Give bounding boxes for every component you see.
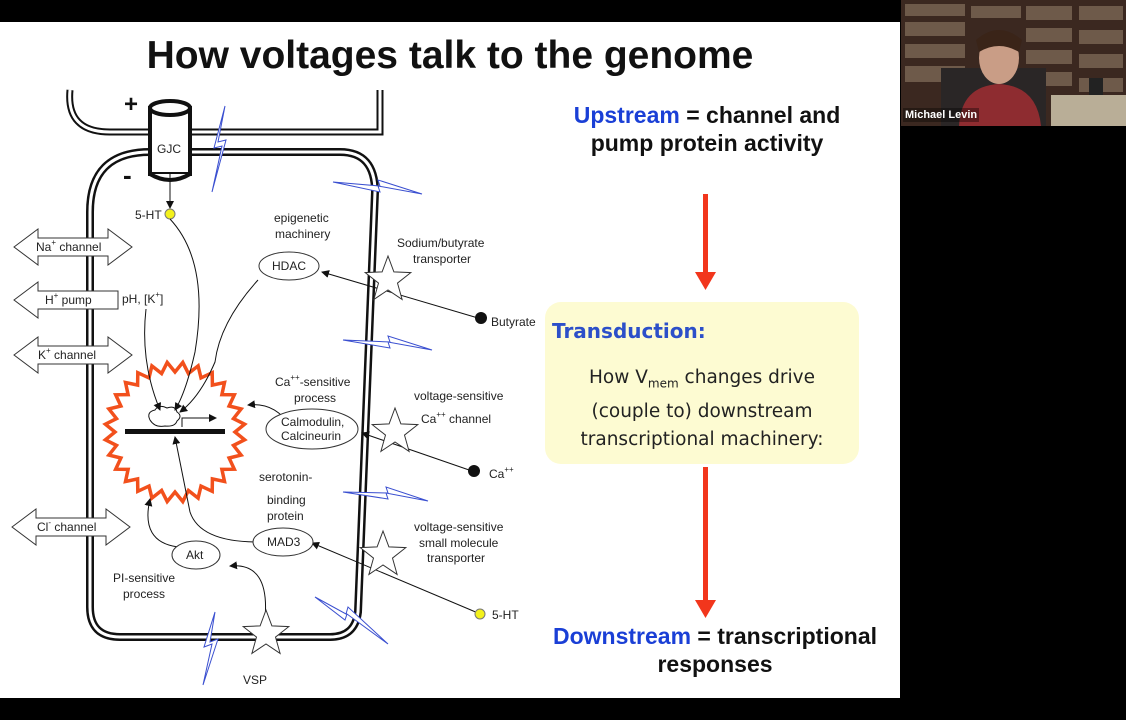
participant-name: Michael Levin bbox=[903, 108, 980, 122]
svg-text:Butyrate: Butyrate bbox=[491, 315, 536, 329]
svg-text:pH, [K+]: pH, [K+] bbox=[122, 290, 163, 306]
slide: How voltages talk to the genome GJC + - … bbox=[0, 22, 900, 698]
transduction-description: How Vmem changes drive (couple to) downs… bbox=[580, 367, 824, 450]
svg-text:Na+ channel: Na+ channel bbox=[36, 238, 101, 254]
svg-text:HDAC: HDAC bbox=[272, 259, 306, 273]
transduction-box: Transduction: How Vmem changes drive (co… bbox=[545, 302, 859, 464]
calmodulin-cloud: Calmodulin,Calcineurin bbox=[265, 408, 359, 450]
svg-text:MAD3: MAD3 bbox=[267, 535, 301, 549]
svg-text:Cl- channel: Cl- channel bbox=[37, 518, 96, 534]
arrow-down-icon bbox=[695, 194, 716, 290]
svg-text:5-HT: 5-HT bbox=[492, 608, 519, 622]
svg-text:Ca++-sensitive: Ca++-sensitive bbox=[275, 373, 351, 389]
svg-text:machinery: machinery bbox=[275, 227, 330, 241]
lightning-bolt-icon bbox=[202, 611, 219, 686]
lightning-bolt-icon bbox=[342, 486, 429, 502]
svg-text:binding: binding bbox=[267, 493, 306, 507]
svg-text:serotonin-: serotonin- bbox=[259, 470, 312, 484]
lightning-bolt-icon bbox=[211, 105, 227, 193]
upstream-text: Upstream = channel and pump protein acti… bbox=[573, 102, 841, 156]
na-channel-arrow: Na+ channel bbox=[13, 228, 133, 266]
vsp-star bbox=[241, 608, 291, 655]
svg-text:small molecule: small molecule bbox=[419, 536, 499, 550]
transduction-title: Transduction: bbox=[552, 319, 706, 343]
k-channel-arrow: K+ channel bbox=[13, 336, 133, 374]
mad3-cloud: MAD3 bbox=[252, 527, 314, 557]
calcium-ion bbox=[468, 465, 480, 477]
slide-title: How voltages talk to the genome bbox=[146, 34, 754, 77]
svg-text:Calmodulin,: Calmodulin, bbox=[281, 415, 344, 429]
svg-text:epigenetic: epigenetic bbox=[274, 211, 329, 225]
svg-text:Ca++: Ca++ bbox=[489, 465, 514, 481]
svg-text:K+ channel: K+ channel bbox=[38, 346, 96, 362]
svg-text:voltage-sensitive: voltage-sensitive bbox=[414, 389, 504, 403]
butyrate-molecule bbox=[475, 312, 487, 324]
svg-text:GJC: GJC bbox=[157, 142, 181, 156]
svg-text:transporter: transporter bbox=[427, 551, 485, 565]
svg-text:VSP: VSP bbox=[243, 673, 267, 687]
hdac-cloud: HDAC bbox=[258, 251, 320, 281]
upstream-keyword: Upstream bbox=[573, 102, 680, 128]
arrow-down-icon bbox=[695, 467, 716, 618]
bookshelf-background bbox=[901, 0, 1126, 126]
serotonin-molecule-bottom bbox=[474, 608, 486, 620]
svg-text:Akt: Akt bbox=[186, 548, 204, 562]
svg-text:process: process bbox=[294, 391, 336, 405]
svg-text:PI-sensitive: PI-sensitive bbox=[113, 571, 175, 585]
akt-cloud: Akt bbox=[171, 540, 221, 570]
serotonin-molecule-top bbox=[164, 208, 176, 220]
diagram-labels: epigenetic machinery Sodium/butyrate tra… bbox=[113, 211, 536, 687]
lightning-bolt-icon bbox=[314, 596, 389, 645]
participant-shirt bbox=[959, 84, 1041, 126]
flow-arrows bbox=[695, 194, 716, 618]
cl-channel-arrow: Cl- channel bbox=[11, 508, 131, 546]
small-molecule-transporter-star bbox=[358, 529, 408, 576]
downstream-keyword: Downstream bbox=[552, 623, 692, 649]
channel-arrows: Na+ channel H+ pump K+ channel Cl- chann… bbox=[11, 228, 133, 546]
minus-sign: - bbox=[123, 160, 132, 190]
sodium-butyrate-transporter-star bbox=[363, 254, 413, 301]
svg-text:transporter: transporter bbox=[413, 252, 471, 266]
lightning-bolt-icon bbox=[332, 179, 423, 195]
svg-text:H+ pump: H+ pump bbox=[45, 291, 92, 307]
cell-signaling-diagram: GJC + - 5-HT Na+ channel H+ pump K+ chan… bbox=[11, 89, 536, 687]
svg-text:Sodium/butyrate: Sodium/butyrate bbox=[397, 236, 485, 250]
svg-text:voltage-sensitive: voltage-sensitive bbox=[414, 520, 504, 534]
gene-dna bbox=[125, 429, 225, 434]
plus-sign: + bbox=[124, 91, 138, 118]
svg-text:Ca++ channel: Ca++ channel bbox=[421, 410, 491, 426]
svg-text:protein: protein bbox=[267, 509, 304, 523]
svg-text:5-HT: 5-HT bbox=[135, 208, 162, 222]
h-pump-arrow: H+ pump bbox=[13, 281, 119, 319]
svg-text:process: process bbox=[123, 587, 165, 601]
calcium-channel-star bbox=[370, 406, 420, 453]
neighbor-cell-membrane bbox=[66, 89, 384, 136]
svg-text:Calcineurin: Calcineurin bbox=[281, 429, 341, 443]
voltage-bolts bbox=[202, 105, 433, 686]
gap-junction-channel: GJC bbox=[148, 99, 192, 182]
downstream-text: Downstream = transcriptional responses bbox=[552, 623, 877, 677]
participant-video-tile[interactable]: Michael Levin bbox=[901, 0, 1126, 126]
lightning-bolt-icon bbox=[342, 335, 433, 351]
